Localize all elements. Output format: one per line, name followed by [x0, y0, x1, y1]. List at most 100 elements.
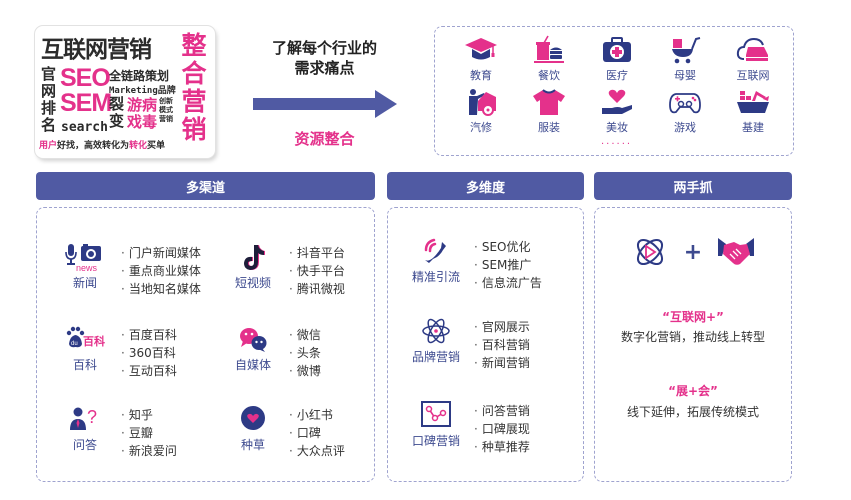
heart-hand-icon: [602, 89, 632, 114]
food-drink-icon: [534, 35, 564, 63]
banner-liebian: 裂变: [109, 95, 125, 130]
channel-name: 新闻: [72, 276, 97, 290]
industry-gaming: 游戏: [651, 87, 719, 135]
channel-name: 自媒体: [234, 358, 271, 372]
marketing-banner: 互联网营销 整合营销 官网排名 SEO SEM 全链路策划 Marketing品…: [35, 26, 215, 158]
quote-internet-plus: “互联网+”: [662, 310, 724, 324]
channel-seeding: 种草 小红书 口碑 大众点评: [225, 404, 345, 460]
need-line-1: 了解每个行业的: [271, 39, 377, 57]
industry-label: 游戏: [674, 121, 696, 134]
industry-label: 医疗: [606, 69, 628, 82]
dimension-list-item: SEO优化: [474, 238, 542, 256]
plus-sign: +: [683, 239, 703, 265]
dimension-name: 口碑营销: [411, 434, 460, 448]
channel-list: 微信 头条 微博: [289, 326, 321, 380]
trend-chart-icon: [421, 401, 451, 427]
dimension-list-item: 新闻营销: [474, 354, 530, 372]
graduation-cap-icon: [465, 38, 497, 60]
more-dots: ······: [601, 139, 633, 150]
channel-list-item: 新浪爱问: [121, 442, 177, 460]
channel-list-item: 360百科: [121, 344, 177, 362]
channel-list-item: 快手平台: [289, 262, 345, 280]
user-question-icon: ?: [70, 407, 97, 430]
industry-internet: 互联网: [719, 35, 787, 83]
industry-infrastructure: 基建: [719, 87, 787, 135]
dimension-list-item: 信息流广告: [474, 274, 542, 292]
industry-medical: 医疗: [583, 35, 651, 83]
channel-list-item: 抖音平台: [289, 244, 345, 262]
channel-name: 问答: [72, 438, 97, 452]
cloud-server-icon: [736, 37, 768, 61]
industry-label: 美妆: [606, 121, 628, 134]
channel-list-item: 互动百科: [121, 362, 177, 380]
svg-text:du: du: [71, 341, 78, 347]
channel-list: 知乎 豆瓣 新浪爱问: [121, 406, 177, 460]
channel-list-item: 口碑: [289, 424, 345, 442]
dimension-list: 官网展示 百科营销 新闻营销: [474, 318, 530, 372]
atom-icon: [422, 318, 450, 344]
banner-search: search: [61, 120, 108, 135]
channel-list-item: 门户新闻媒体: [121, 244, 201, 262]
channel-list-item: 腾讯微视: [289, 280, 345, 298]
header-channels: 多渠道: [36, 172, 375, 200]
handshake-icon: [718, 238, 755, 265]
dimension-list: 问答营销 口碑展现 种草推荐: [474, 402, 530, 456]
news-mic-camera-icon: news: [65, 244, 101, 272]
channel-list-item: 大众点评: [289, 442, 345, 460]
channels-panel: news 新闻 门户新闻媒体 重点商业媒体 当地知名媒体 短视频 抖音平台 快手…: [36, 207, 375, 482]
heart-circle-icon: [241, 406, 265, 430]
industries-box: 教育 餐饮 医疗: [434, 26, 794, 156]
channel-list-item: 微信: [289, 326, 321, 344]
desc-exhibition: 线下延伸，拓展传统模式: [626, 405, 759, 419]
channel-list: 小红书 口碑 大众点评: [289, 406, 345, 460]
right-arrow-icon: [253, 90, 397, 118]
channel-list: 抖音平台 快手平台 腾讯微视: [289, 244, 345, 298]
channel-self-media: 自媒体 微信 头条 微博: [225, 324, 321, 380]
channel-list-item: 当地知名媒体: [121, 280, 201, 298]
channel-list-item: 豆瓣: [121, 424, 177, 442]
dimension-reputation-marketing: 口碑营销 问答营销 口碑展现 种草推荐: [406, 400, 530, 456]
construction-ship-icon: [737, 91, 769, 113]
phone-signal-icon: [424, 238, 446, 263]
channel-list-item: 微博: [289, 362, 321, 380]
dimension-list: SEO优化 SEM推广 信息流广告: [474, 238, 542, 292]
gamepad-icon: [669, 93, 701, 114]
car-repair-icon: [469, 89, 496, 116]
industry-beauty: 美妆: [583, 87, 651, 135]
desc-internet-plus: 数字化营销，推动线上转型: [620, 330, 765, 344]
channel-list-item: 知乎: [121, 406, 177, 424]
footer-pink-2: 转化: [129, 141, 148, 151]
banner-marketing: Marketing品牌: [109, 86, 176, 96]
industry-education: 教育: [447, 35, 515, 83]
dimension-name: 精准引流: [411, 270, 460, 284]
dimension-list-item: 口碑展现: [474, 420, 530, 438]
tshirt-icon: [533, 89, 565, 115]
channel-short-video: 短视频 抖音平台 快手平台 腾讯微视: [225, 242, 345, 298]
combo-icons: +: [595, 234, 791, 270]
footer-text-1: 好找，高效转化为: [57, 141, 130, 151]
banner-vertical-text: 官网排名: [41, 65, 57, 134]
banner-innovation: 创新模式营销: [159, 97, 173, 123]
channel-list-item: 小红书: [289, 406, 345, 424]
channel-name: 种草: [240, 438, 265, 452]
header-dimensions: 多维度: [387, 172, 584, 200]
svg-text:?: ?: [87, 407, 97, 427]
dimension-list-item: SEM推广: [474, 256, 542, 274]
banner-title: 互联网营销: [41, 37, 152, 63]
dimension-brand-marketing: 品牌营销 官网展示 百科营销 新闻营销: [406, 316, 530, 372]
channel-qa: ? 问答 知乎 豆瓣 新浪爱问: [57, 404, 177, 460]
banner-virus: 游病戏毒: [127, 96, 158, 131]
industry-car-repair: 汽修: [447, 87, 515, 135]
industry-catering: 餐饮: [515, 35, 583, 83]
industry-clothing: 服装: [515, 87, 583, 135]
industry-label: 餐饮: [538, 69, 560, 82]
baidu-baike-icon: du 百科: [66, 326, 105, 348]
baby-stroller-icon: [672, 37, 701, 64]
dimension-list-item: 百科营销: [474, 336, 530, 354]
footer-text-2: 买单: [147, 141, 166, 151]
industry-label: 教育: [470, 69, 492, 82]
channel-list: 门户新闻媒体 重点商业媒体 当地知名媒体: [121, 244, 201, 298]
banner-side-text: 整合营销: [181, 31, 207, 144]
channel-list: 百度百科 360百科 互动百科: [121, 326, 177, 380]
industry-label: 汽修: [470, 121, 492, 134]
